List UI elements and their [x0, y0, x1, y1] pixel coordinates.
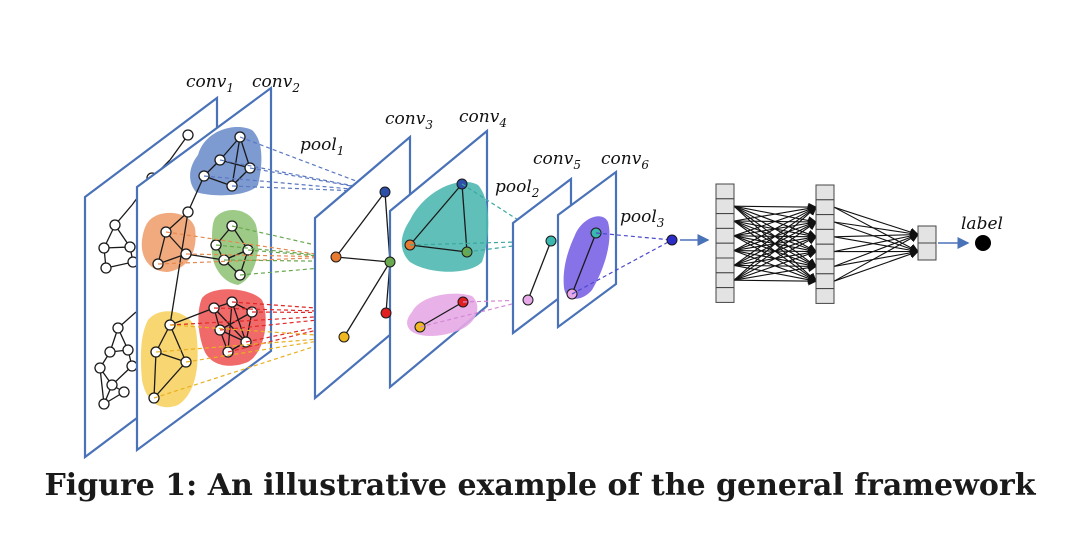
fc-layer-2 [815, 184, 835, 304]
fc-neuron [715, 242, 735, 259]
conv1-label: conv1 [186, 72, 234, 95]
fc-neuron [715, 287, 735, 303]
pool3-label: pool3 [620, 207, 665, 230]
fc-edge [733, 205, 818, 237]
fc-neuron [815, 184, 835, 201]
fc-neuron [715, 213, 735, 229]
fc-edge [733, 206, 817, 252]
fc-layer-3 [917, 225, 937, 261]
fc-edge [733, 204, 818, 222]
fc-edge [733, 202, 818, 212]
fc-neuron [917, 225, 937, 244]
fc-neuron [715, 198, 735, 215]
fc-neuron [815, 243, 835, 260]
fc-neuron [715, 227, 735, 244]
pool1-label: pool1 [300, 135, 344, 158]
conv4-plane [380, 128, 489, 390]
fc-edge [733, 206, 817, 281]
fc-neuron [815, 228, 835, 245]
fc-edge [833, 221, 920, 254]
fc-edge [833, 221, 920, 238]
conv6-plane [556, 169, 618, 330]
pool2-label: pool2 [495, 177, 539, 200]
fc-neuron [715, 257, 735, 274]
fc-edge [733, 249, 818, 281]
fc-edge [833, 249, 920, 282]
conv5-graph [522, 235, 557, 306]
conv1-graph-bottom [94, 311, 138, 410]
conv3-graph [330, 186, 391, 343]
fc-edge [833, 233, 919, 282]
fc-neuron [715, 183, 735, 200]
fc-neuron [815, 258, 835, 275]
fc-connections [733, 202, 920, 286]
fc-edge [833, 236, 920, 255]
fc-edge [833, 206, 920, 237]
conv2-graph [148, 131, 258, 404]
fc-edge [733, 276, 818, 286]
pool3-links [571, 232, 673, 295]
conv3-label: conv3 [385, 109, 433, 132]
fc-layer-1 [715, 183, 735, 303]
fc-neuron [815, 214, 835, 230]
fc-edge [733, 221, 817, 281]
fully-connected-network [715, 183, 937, 304]
conv4-label: conv4 [459, 107, 507, 130]
fc-neuron [815, 199, 835, 216]
output-label-node [975, 235, 991, 251]
fc-edge [833, 231, 920, 253]
figure-caption: Figure 1: An illustrative example of the… [44, 468, 1036, 503]
fc-edge [833, 233, 920, 267]
fc-neuron [815, 288, 835, 304]
fc-neuron [917, 242, 937, 261]
fc-edge [833, 248, 920, 267]
conv6-label: conv6 [601, 149, 649, 172]
fc-edge [733, 236, 817, 281]
conv4-graph [380, 178, 473, 333]
output-label: label [961, 214, 1003, 234]
fc-neuron [715, 272, 735, 289]
fc-neuron [815, 273, 835, 290]
fc-edge [833, 206, 919, 253]
fc-edge [733, 206, 817, 266]
conv2-plane [135, 85, 273, 453]
fc-edge [733, 263, 818, 281]
pooled-node [666, 234, 678, 246]
conv2-label: conv2 [252, 72, 300, 95]
cluster-green [211, 209, 259, 285]
conv5-label: conv5 [533, 149, 581, 172]
fc-edge [833, 230, 920, 240]
